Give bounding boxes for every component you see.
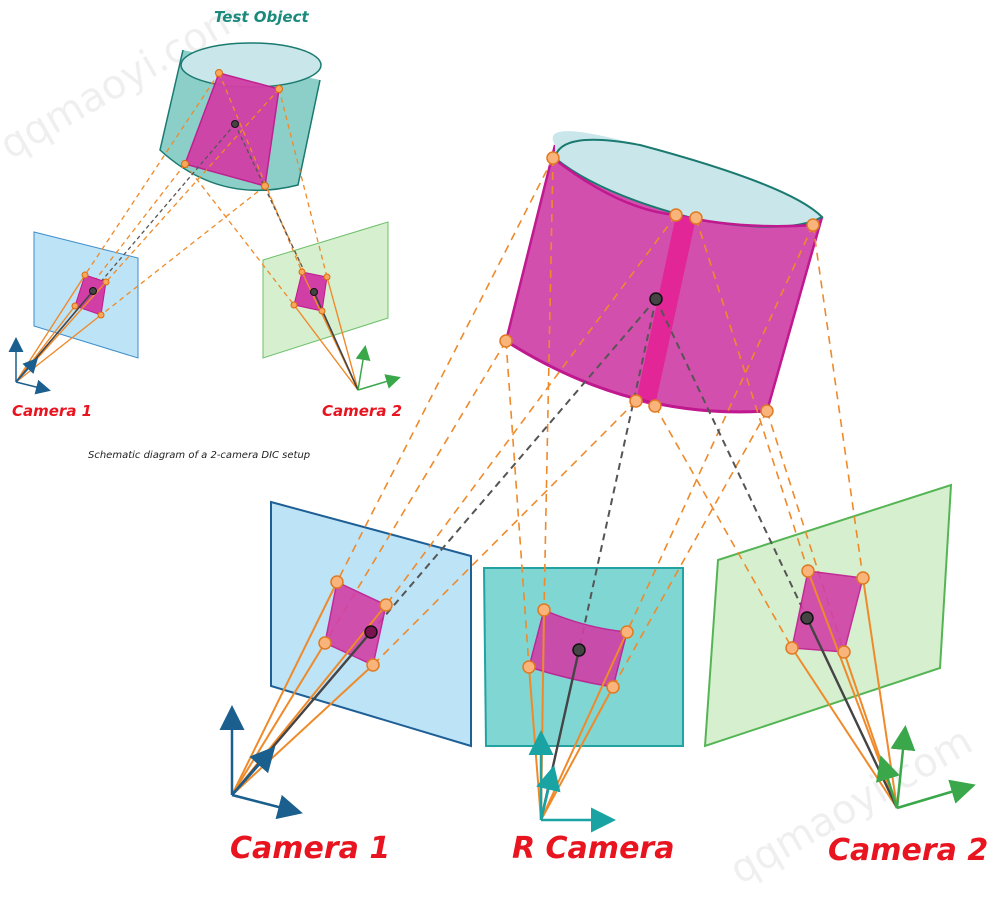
rcamera-label: R Camera [512, 831, 674, 866]
small-markers [71, 69, 331, 319]
camera1-label: Camera 1 [230, 831, 390, 866]
small-diagram: Test Object Camera 1 Camera 2 Schematic … [8, 8, 402, 461]
rcamera-axes [528, 730, 616, 833]
camera1-axes [219, 705, 303, 820]
large-diagram: Camera 1 R Camera Camera 2 [219, 131, 988, 868]
diagram-caption: Schematic diagram of a 2-camera DIC setu… [88, 450, 310, 461]
small-camera2-axes [355, 345, 401, 391]
small-camera1-axes [8, 337, 51, 395]
small-object-center-dot [231, 120, 239, 128]
small-test-object-label: Test Object [214, 8, 309, 26]
small-test-object-cylinder [159, 42, 322, 191]
object-center-dot [649, 292, 663, 306]
marker-points [318, 151, 870, 694]
small-camera1-label: Camera 1 [12, 402, 92, 420]
test-object-cylinder [504, 131, 824, 414]
small-camera2-label: Camera 2 [322, 402, 402, 420]
speckle-strip [636, 215, 696, 406]
projection-rays [324, 157, 864, 688]
camera2-label: Camera 2 [828, 833, 988, 868]
camera2-axes [876, 725, 976, 810]
